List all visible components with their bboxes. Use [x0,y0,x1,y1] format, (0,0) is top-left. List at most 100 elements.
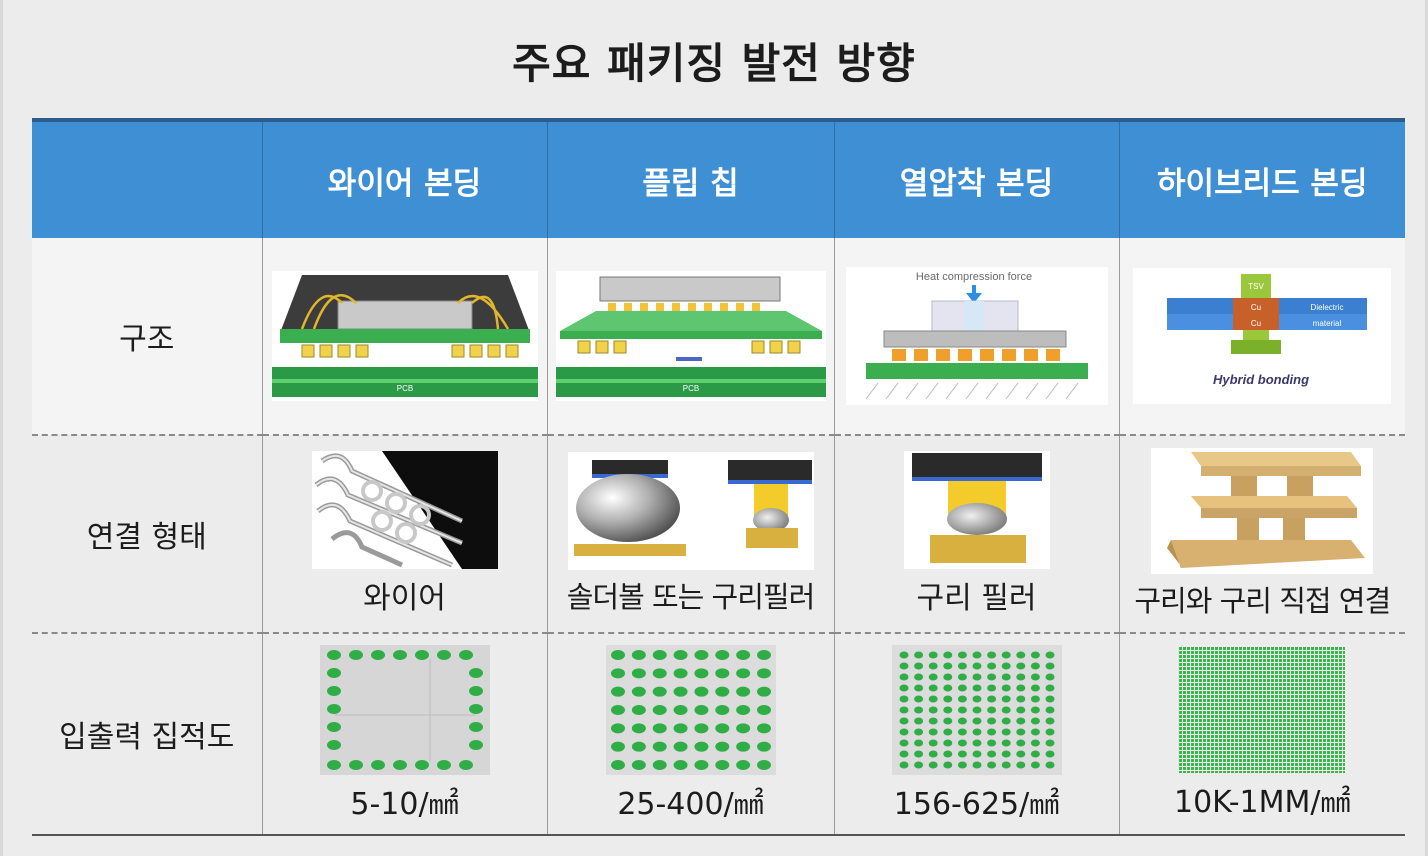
density-dot [1001,662,1011,670]
density-dot [1015,684,1025,692]
density-dot [673,650,688,660]
packaging-comparison-table: 와이어 본딩 플립 칩 열압착 본딩 하이브리드 본딩 구조 PCB [32,118,1405,836]
density-pattern-tcb [891,645,1062,775]
density-dot [693,760,708,770]
density-dot [714,741,729,752]
density-pattern-hybrid [1179,647,1346,773]
density-dot [899,728,908,736]
row-label-density: 입출력 집적도 [32,632,262,836]
density-dot [913,695,923,703]
cell-density-flip: 25-400/㎟ [546,632,834,836]
density-dot [957,750,967,758]
density-dot [913,728,923,736]
density-dot [1030,728,1040,736]
header-wire-bonding: 와이어 본딩 [261,118,547,238]
density-dot [942,739,952,747]
density-dot [1045,717,1054,725]
material-label: material [1313,319,1342,328]
cell-structure-hybrid: TSV Cu Cu Dielectric material Hybrid bon… [1118,238,1405,435]
density-dot [652,668,667,679]
density-dot [942,717,952,725]
density-dot [942,695,952,703]
pcb-label: PCB [682,384,698,393]
copper-pillar-illustration [903,451,1050,569]
density-dot [957,662,967,670]
header-thermo-compression: 열압착 본딩 [833,118,1119,238]
density-dot [899,717,908,725]
density-dot [693,741,708,752]
density-pattern-wire [319,645,490,775]
density-dot [693,723,708,734]
density-dot [899,684,908,692]
density-dot [942,761,952,769]
density-dot [652,686,667,697]
density-dot [1045,673,1054,681]
density-dot [1015,739,1025,747]
cell-connection-flip: 솔더볼 또는 구리필러 [546,434,834,633]
density-dot [1015,706,1025,714]
density-dot [1030,717,1040,725]
wire-photo-illustration [311,451,498,569]
cu-label-top: Cu [1251,303,1261,312]
density-dot [631,723,646,734]
right-frame-line [1425,0,1428,856]
density-dot [899,750,908,758]
density-dot [972,651,981,659]
caption-copper-pillar: 구리 필러 [916,581,1037,616]
density-dot [756,741,771,752]
density-dot [631,650,646,660]
cu-label-bottom: Cu [1251,319,1261,328]
density-dot [652,723,667,734]
density-dot [1001,717,1011,725]
density-dot [1030,684,1040,692]
density-dot [756,723,771,734]
density-dot [1015,662,1025,670]
density-dot [735,723,750,734]
connection-row: 연결 형태 [32,434,1405,633]
density-dot [714,705,729,715]
density-dot [942,706,952,714]
caption-solder-ball-or-copper-pillar: 솔더볼 또는 구리필러 [566,580,816,614]
density-dot [1045,662,1054,670]
density-dot [735,705,750,715]
hybrid-bonding-label: Hybrid bonding [1213,372,1309,387]
density-dot [972,750,981,758]
density-dot [986,673,996,681]
density-dot [1001,750,1011,758]
density-dot [673,705,688,715]
density-value-tcb: 156-625/㎟ [893,787,1060,822]
tsv-label: TSV [1248,282,1264,291]
density-dot [986,728,996,736]
density-dot [673,686,688,697]
density-dot [756,650,771,660]
density-dot [631,705,646,715]
density-dot [610,686,625,697]
flip-chip-structure-diagram: PCB [555,271,826,401]
density-dot [652,705,667,715]
density-dot [972,739,981,747]
density-dot [972,706,981,714]
structure-row: 구조 PCB [32,238,1405,435]
density-dot [1045,728,1054,736]
density-dot [652,760,667,770]
density-dot [1015,728,1025,736]
density-dot [972,717,981,725]
density-dot [1015,695,1025,703]
density-dot [928,684,938,692]
density-dot [928,651,938,659]
density-dot [899,739,908,747]
density-dot [1045,706,1054,714]
wire-bond-structure-diagram: PCB [271,271,538,401]
density-dot [928,728,938,736]
density-dot [913,706,923,714]
density-dot [1045,761,1054,769]
density-dot [899,695,908,703]
density-row: 입출력 집적도 5-10/㎟ 25-400/㎟ [32,632,1405,836]
page-title: 주요 패키징 발전 방향 [512,39,916,88]
density-dot [1015,673,1025,681]
header-row: 와이어 본딩 플립 칩 열압착 본딩 하이브리드 본딩 [32,118,1405,238]
density-dot [957,684,967,692]
density-dot [957,728,967,736]
density-dot [714,686,729,697]
density-dot [673,741,688,752]
